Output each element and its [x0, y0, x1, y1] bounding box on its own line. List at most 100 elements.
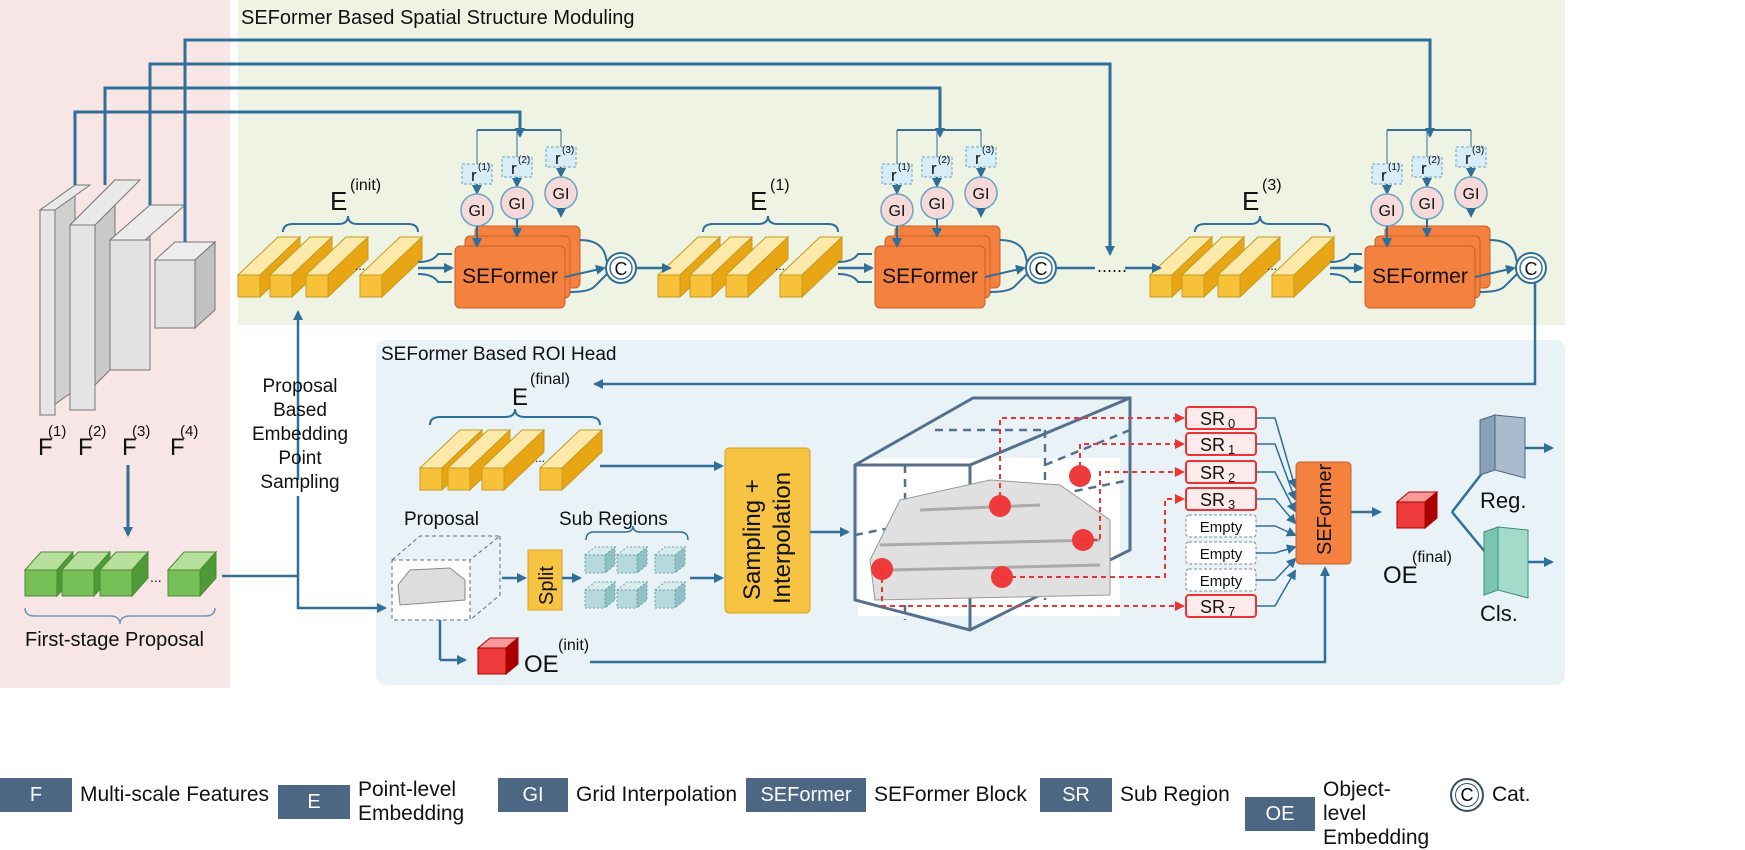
- legend-key: E: [278, 785, 350, 819]
- r-sup: (2): [1428, 155, 1440, 166]
- gi-label: GI: [929, 196, 946, 213]
- sampling-word: Sampling: [260, 472, 339, 493]
- feature-skip-connections: [73, 38, 1435, 256]
- oe-init-cube: [476, 636, 520, 676]
- svg-text:F: F: [170, 434, 185, 461]
- dots: ...: [150, 569, 162, 585]
- sub-region-4: Empty: [1185, 514, 1297, 538]
- embedding-block: [1180, 235, 1246, 299]
- sub-region-6: Empty: [1185, 557, 1297, 592]
- sampling-word: Point: [278, 448, 322, 469]
- embedding-sup: (init): [350, 177, 381, 194]
- architecture-diagram: SEFormer Based Spatial Structure Modulin…: [0, 0, 1565, 688]
- embedding-sup: (3): [1262, 177, 1282, 194]
- final-embedding-label: E: [512, 384, 528, 411]
- r-sup: (3): [1472, 145, 1484, 156]
- multiscale-features: [38, 178, 217, 416]
- dots: ...: [535, 451, 545, 465]
- dots: ...: [355, 259, 365, 273]
- sr-label: SR: [1200, 435, 1225, 455]
- r-sup: (3): [562, 145, 574, 156]
- embedding-block: [688, 235, 754, 299]
- svg-text:(3): (3): [132, 423, 150, 440]
- final-seformer-label: SEFormer: [1314, 464, 1336, 555]
- gi-label: GI: [889, 203, 906, 220]
- legend-key: GI: [498, 778, 568, 812]
- final-embedding-block: [480, 428, 546, 492]
- embedding-block: [358, 235, 424, 299]
- r-label: r: [1421, 159, 1427, 178]
- embedding-block: [1216, 235, 1282, 299]
- embedding-label: E: [1242, 186, 1259, 216]
- seformer-label: SEFormer: [1372, 265, 1468, 288]
- sub-region-cube: [583, 545, 617, 575]
- proposal-brace: [24, 607, 216, 625]
- gi-label: GI: [1419, 196, 1436, 213]
- sr-sub: 2: [1228, 470, 1235, 485]
- sr-sub: 7: [1228, 604, 1235, 619]
- sub-region-cube: [653, 580, 687, 610]
- r-label: r: [511, 159, 517, 178]
- svg-text:(1): (1): [48, 423, 66, 440]
- r-sup: (2): [938, 155, 950, 166]
- r-sup: (2): [518, 155, 530, 166]
- oe-final-sup: (final): [1412, 549, 1452, 566]
- legend-text: Object-level Embedding: [1323, 778, 1430, 849]
- legend-text: Multi-scale Features: [80, 783, 270, 806]
- svg-text:F: F: [38, 434, 53, 461]
- cls-label: Cls.: [1480, 601, 1518, 626]
- r-label: r: [555, 149, 561, 168]
- dots: ...: [1267, 259, 1277, 273]
- sampling-box: [724, 447, 811, 614]
- embedding-block: [724, 235, 790, 299]
- legend-key: SR: [1040, 778, 1112, 812]
- cat-label: C: [1525, 259, 1538, 279]
- empty-label: Empty: [1200, 546, 1243, 563]
- green-block: [166, 550, 218, 598]
- r-sup: (1): [478, 162, 490, 173]
- embedding-block: [304, 235, 370, 299]
- r-label: r: [1465, 149, 1471, 168]
- gi-label: GI: [553, 186, 570, 203]
- cat-label: C: [1035, 259, 1048, 279]
- cls-head: [1483, 526, 1554, 599]
- sub-regions-label: Sub Regions: [559, 509, 668, 530]
- sr-label: SR: [1200, 463, 1225, 483]
- embedding-block: [778, 235, 844, 299]
- first-stage-label: First-stage Proposal: [25, 629, 204, 651]
- gi-label: GI: [469, 203, 486, 220]
- sr-sub: 0: [1228, 416, 1235, 431]
- dots: ...: [775, 259, 785, 273]
- sr-label: SR: [1200, 490, 1225, 510]
- sr-label: SR: [1200, 597, 1225, 617]
- sub-region-cube: [583, 580, 617, 610]
- gi-label: GI: [509, 196, 526, 213]
- oe-final-label: OE: [1383, 562, 1418, 589]
- split-label: Split: [536, 566, 558, 605]
- empty-label: Empty: [1200, 573, 1243, 590]
- r-label: r: [891, 166, 897, 185]
- section-title-roi: SEFormer Based ROI Head: [381, 344, 616, 365]
- embedding-label: E: [750, 186, 767, 216]
- r-label: r: [975, 149, 981, 168]
- embedding-brace: [282, 215, 419, 233]
- ellipsis: ......: [1097, 256, 1127, 276]
- legend-text: Grid Interpolation: [576, 783, 738, 806]
- r-sup: (1): [1388, 162, 1400, 173]
- feature-labels: F (1) F (2) F (3) F (4): [38, 423, 198, 461]
- proposal-cube: [391, 535, 502, 621]
- sampling-word: Proposal: [263, 376, 338, 397]
